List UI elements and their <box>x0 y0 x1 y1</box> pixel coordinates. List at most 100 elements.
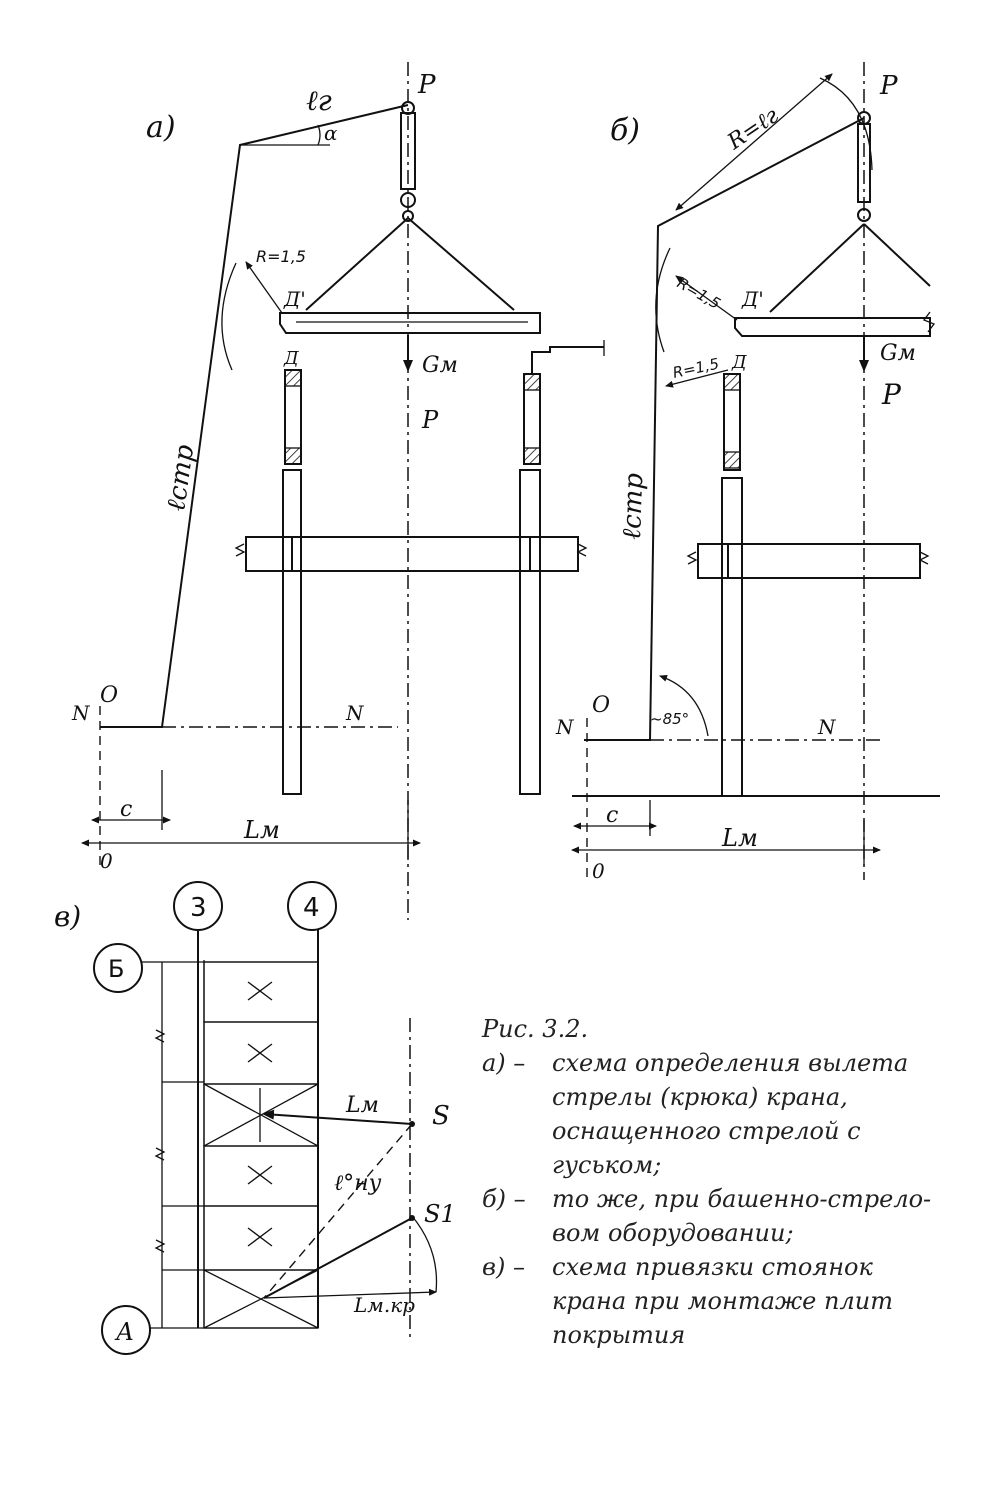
caption-line: то же, при башенно-стрело- <box>552 1185 932 1213</box>
hook-block <box>400 112 416 190</box>
label-gm-b: Gм <box>880 341 916 366</box>
crane-beam <box>245 536 579 572</box>
lhy-diagonal <box>263 1123 413 1299</box>
axis-bubble-b <box>93 943 143 993</box>
label-lg-a: ℓг <box>306 84 332 117</box>
label-axis-4: 4 <box>303 893 320 923</box>
clearance-arc-a <box>221 262 237 371</box>
column-b <box>721 477 743 797</box>
break-mark-beam-left <box>234 543 246 557</box>
caption-line: гуськом; <box>552 1151 662 1179</box>
hook-b <box>857 208 871 222</box>
caption-key-a: а) – <box>482 1049 526 1077</box>
label-p-mid-a: P <box>421 406 439 434</box>
label-n-left-b: N <box>555 715 575 739</box>
break-mark-c2 <box>154 1147 166 1161</box>
slab-6 <box>203 1269 319 1329</box>
break-mark-beam-right <box>576 543 588 557</box>
label-o-b: O <box>592 693 610 718</box>
s1-reach-line <box>263 1217 413 1299</box>
right-bearing-bottom <box>523 447 541 465</box>
hook-eye <box>402 210 414 222</box>
clearance-arc-b1 <box>655 247 671 353</box>
right-column <box>519 469 541 795</box>
label-axis-b: Б <box>108 955 124 983</box>
label-p-top-a: P <box>417 70 436 100</box>
label-c-b: c <box>606 803 618 828</box>
lifted-slab-b <box>734 317 931 337</box>
bearing-bottom-b <box>723 451 741 469</box>
label-lm-a: Lм <box>243 816 280 844</box>
label-n-right-a: N <box>345 701 365 725</box>
lm-reach-arrow <box>262 1109 413 1125</box>
s1-arc <box>411 1215 438 1293</box>
lifted-slab <box>279 312 541 334</box>
label-r-lg-b: R=ℓг <box>723 103 784 155</box>
label-angle-b: ~85° <box>650 710 689 728</box>
break-mark-c3 <box>154 1239 166 1253</box>
stand-point-s1 <box>409 1215 415 1221</box>
crane-beam-b <box>697 543 921 579</box>
caption-line: схема определения вылета <box>552 1049 909 1077</box>
right-bearing-top <box>523 373 541 391</box>
hook <box>400 192 416 208</box>
alpha-arc <box>317 124 321 146</box>
caption-line: покрытия <box>552 1321 686 1349</box>
label-lstr-b: ℓстр <box>617 472 649 540</box>
caption-text-b: то же, при башенно-стрело- вом оборудова… <box>552 1182 962 1250</box>
radius-arrow-b2 <box>665 369 729 388</box>
left-bearing-bottom <box>284 447 302 465</box>
boom-with-jib <box>100 104 409 728</box>
caption-title: Рис. 3.2. <box>482 1015 589 1043</box>
label-p-mid-b: P <box>881 378 902 411</box>
label-n-left-a: N <box>71 701 91 725</box>
axis-bubble-a <box>101 1305 151 1355</box>
label-s: S <box>432 1101 450 1131</box>
label-alpha: α <box>324 121 338 145</box>
slab-3-diagonals <box>203 1083 319 1147</box>
label-axis-a: А <box>114 1318 134 1346</box>
caption-line: вом оборудовании; <box>552 1219 794 1247</box>
hook-block-b <box>857 123 871 203</box>
figure-caption: Рис. 3.2. а) – схема определения вылета … <box>482 1012 962 1352</box>
panel-b-tag: б) <box>610 113 640 148</box>
lm-kr-arrow <box>263 1288 437 1299</box>
label-d-b: Д <box>731 352 747 373</box>
label-o-a: O <box>100 683 118 708</box>
bearing-top-b <box>723 373 741 391</box>
label-d-prime-a: Д' <box>283 287 306 311</box>
boom-radius-line <box>675 73 833 211</box>
label-lm-b: Lм <box>721 824 758 852</box>
caption-line: стрелы (крюка) крана, <box>552 1083 848 1111</box>
label-lmkr: Lм.кр <box>353 1293 415 1317</box>
panel-b: б) P R=ℓг R=1,5 Д' R=1,5 Д Gм P ℓстр O ~… <box>555 62 940 883</box>
panel-a-tag: а) <box>146 110 176 145</box>
caption-key-b: б) – <box>482 1185 526 1213</box>
panel-c: в) 3 4 Б А Lм S S1 ℓ°ну Lм.кр <box>54 881 456 1355</box>
break-mark-beam-b-left <box>686 551 698 565</box>
installed-mark-1 <box>247 981 273 1001</box>
label-zero-a: 0 <box>100 849 113 873</box>
label-c-a: c <box>120 797 132 822</box>
caption-item-a: а) – схема определения вылета стрелы (кр… <box>482 1046 962 1182</box>
installed-slab-right <box>531 346 604 374</box>
axis-bubble-4 <box>287 881 337 931</box>
sling-right-b <box>863 223 931 287</box>
label-n-right-b: N <box>817 715 837 739</box>
caption-item-c: в) – схема привязки стоянок крана при мо… <box>482 1250 962 1352</box>
label-lhy: ℓ°ну <box>334 1171 382 1196</box>
label-zero-b: 0 <box>592 859 605 883</box>
installed-mark-2 <box>247 1043 273 1063</box>
break-mark-beam-b-right <box>918 551 930 565</box>
break-mark-slab-b <box>922 311 936 333</box>
radius-arrow-b1 <box>675 275 738 321</box>
panel-c-tag: в) <box>54 900 81 933</box>
sling-left-b <box>769 223 865 313</box>
label-p-top-b: P <box>879 71 898 101</box>
stand-point-s <box>409 1121 415 1127</box>
installed-mark-5 <box>247 1227 273 1247</box>
label-lm-c: Lм <box>345 1093 379 1118</box>
label-lstr-a: ℓстр <box>161 442 200 513</box>
caption-line: крана при монтаже плит <box>552 1287 893 1315</box>
